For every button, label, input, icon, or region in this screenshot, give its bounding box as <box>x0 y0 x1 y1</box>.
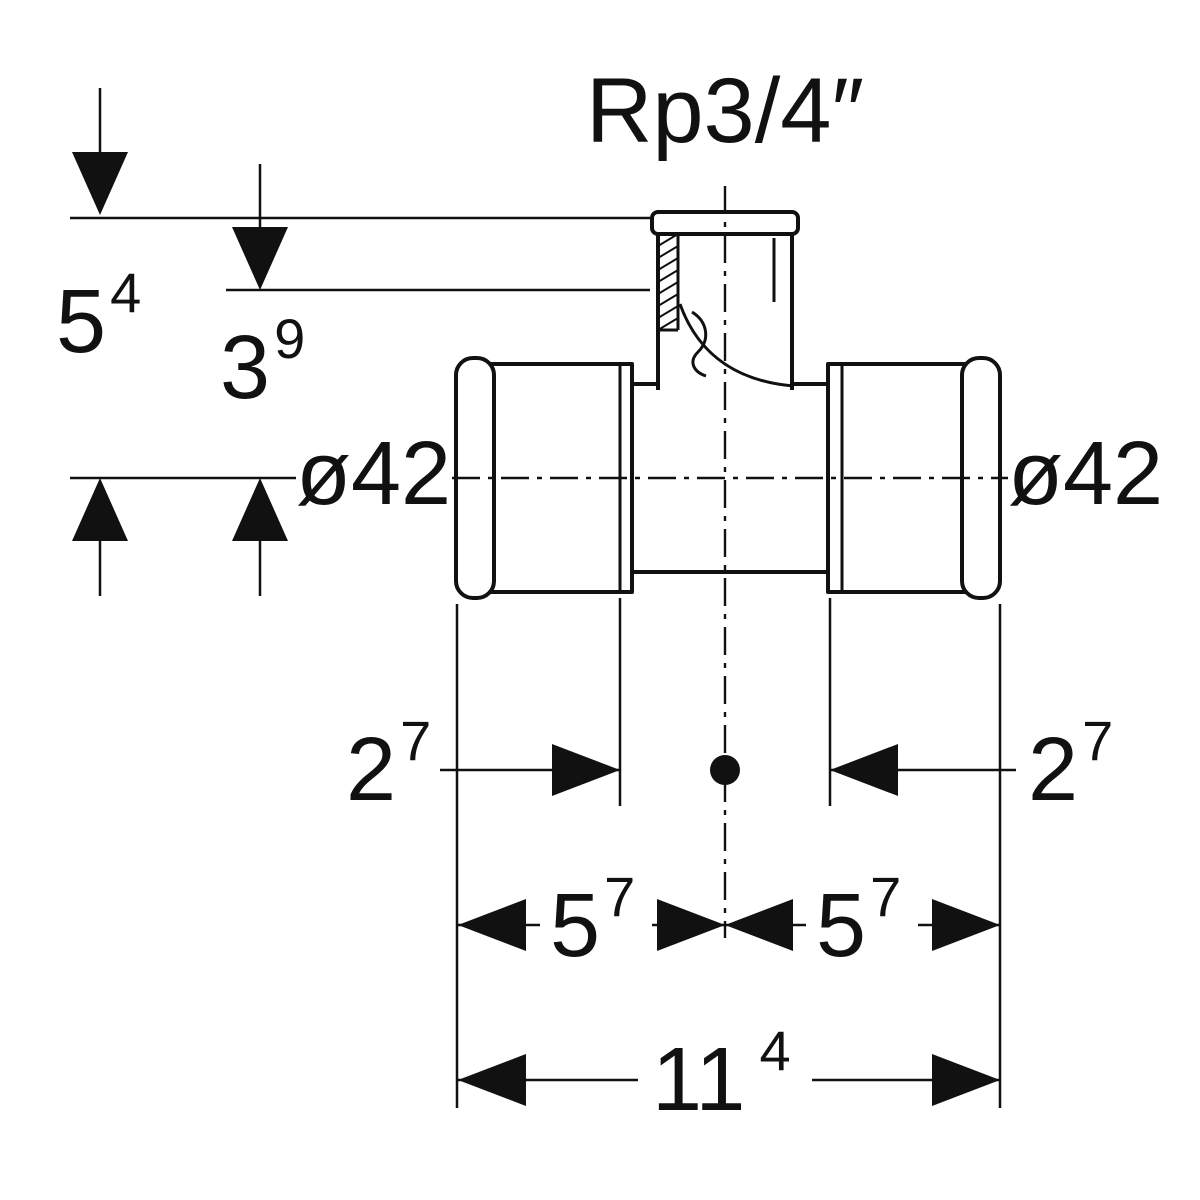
arrow-left-icon <box>458 899 526 951</box>
arrow-down-icon <box>232 227 288 290</box>
dim-value: 5 <box>816 876 866 976</box>
dim-superscript: 9 <box>274 307 305 370</box>
hatch-line <box>657 269 679 283</box>
arrow-left-icon <box>458 1054 526 1106</box>
hatch-line <box>657 281 679 295</box>
arrow-up-icon <box>72 478 128 541</box>
arrow-down-icon <box>72 152 128 215</box>
dim-value: 2 <box>346 720 396 820</box>
extension-lines <box>455 598 1002 1108</box>
hatch-line <box>657 317 679 331</box>
dim-value: 11 <box>652 1030 745 1130</box>
dim-value: 2 <box>1028 720 1078 820</box>
fitting-body <box>454 210 1002 600</box>
hatch-line <box>657 245 679 259</box>
dim-branch-height: 54 <box>56 88 650 596</box>
dim-label-diameter-left: ø42 <box>296 424 451 524</box>
dim-superscript: 7 <box>400 709 431 772</box>
dim-label-insertion-right: 27 <box>1028 709 1113 820</box>
dim-insertion-depth: 27 27 <box>346 709 1113 820</box>
dim-thread-depth: 39 <box>70 164 650 596</box>
hatch-line <box>657 257 679 271</box>
dim-value: 3 <box>220 318 270 418</box>
thread-size-title: Rp3/4″ <box>586 60 864 162</box>
arrow-right-icon <box>932 899 1000 951</box>
arrow-right-icon <box>932 1054 1000 1106</box>
branch-internal-contour <box>678 303 795 388</box>
dim-label-center-right: 57 <box>816 865 901 976</box>
branch-internal-detail <box>691 310 708 378</box>
dim-label-center-left: 57 <box>550 865 635 976</box>
arrow-up-icon <box>232 478 288 541</box>
dim-superscript: 7 <box>1082 709 1113 772</box>
dim-superscript: 4 <box>110 261 141 324</box>
dim-label-insertion-left: 27 <box>346 709 431 820</box>
label-background <box>638 1028 812 1122</box>
dim-value: 5 <box>56 272 106 372</box>
dim-superscript: 4 <box>759 1019 790 1082</box>
dim-label-thread-depth: 39 <box>220 307 305 418</box>
hatch-line <box>657 305 679 319</box>
dim-label-diameter-right: ø42 <box>1008 424 1163 524</box>
center-reference-dot <box>710 755 740 785</box>
centerlines <box>452 186 1008 938</box>
arrow-right-icon <box>657 899 725 951</box>
arrow-left-icon <box>725 899 793 951</box>
dim-label-branch-height: 54 <box>56 261 141 372</box>
dim-superscript: 7 <box>870 865 901 928</box>
hatch-line <box>657 293 679 307</box>
label-background <box>540 872 652 966</box>
dim-value: 5 <box>550 876 600 976</box>
arrow-right-icon <box>552 744 620 796</box>
dim-superscript: 7 <box>604 865 635 928</box>
dim-center-to-end: 57 57 <box>458 865 1000 976</box>
label-background <box>806 872 918 966</box>
